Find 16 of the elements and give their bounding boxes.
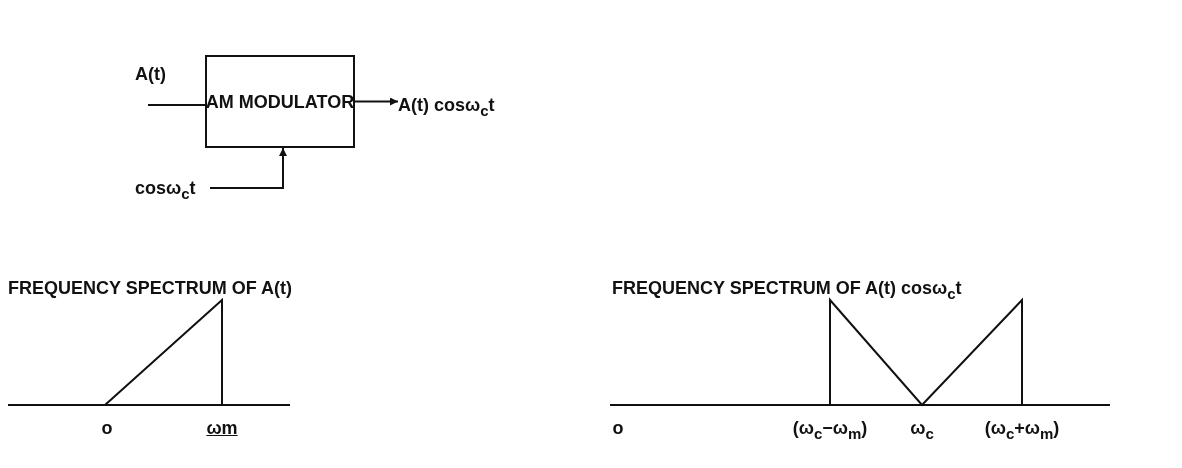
node-text: cosω$_{c}$t (135, 177, 196, 204)
axis-label: o (101, 418, 113, 439)
node-text: A(t) cosω$_{c}$t (398, 94, 495, 121)
chart-title: FREQUENCY SPECTRUM OF A(t) (8, 278, 292, 299)
axis-label: (ω$_{c}$−ω$_{m}$) (792, 418, 868, 442)
axis-label: ωm (206, 418, 238, 439)
chart-title: FREQUENCY SPECTRUM OF A(t) cosω$_{c}$t (612, 278, 962, 302)
arrow (209, 147, 287, 189)
connector-line (147, 104, 206, 106)
node-text: A(t) (135, 63, 166, 86)
process-box (205, 55, 355, 148)
node-text: AM MODULATOR (205, 90, 355, 114)
axis-label: ω$_{c}$ (910, 418, 934, 442)
axis-label: o (612, 418, 624, 439)
arrow (354, 97, 399, 106)
axis-label: (ω$_{c}$+ω$_{m}$) (984, 418, 1060, 442)
